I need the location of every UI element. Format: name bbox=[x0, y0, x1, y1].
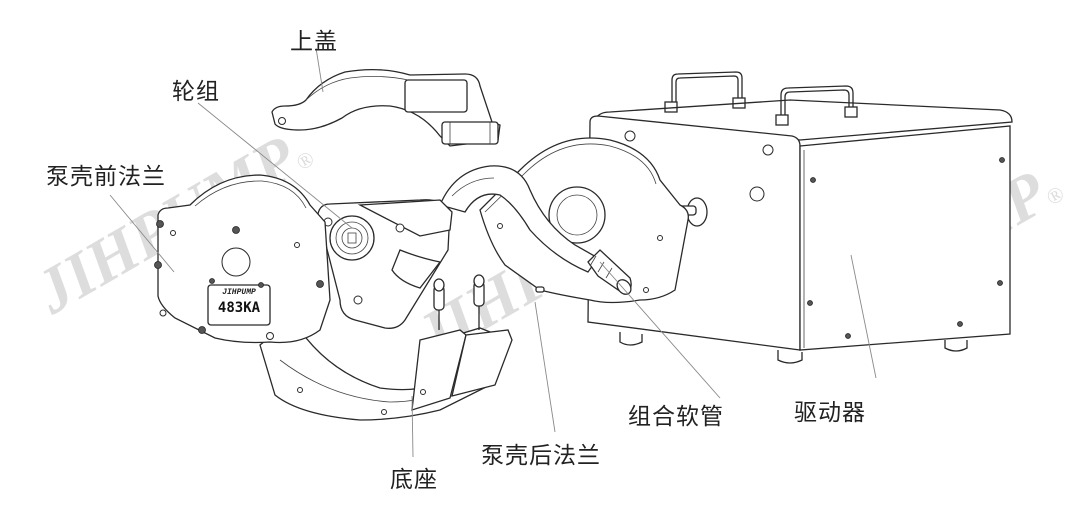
leader-lines bbox=[109, 47, 877, 458]
handle-foot bbox=[664, 101, 678, 113]
front-flange bbox=[154, 174, 331, 344]
handle-left bbox=[671, 71, 743, 105]
leader-drive bbox=[850, 254, 877, 379]
tubing-assembly bbox=[439, 165, 632, 295]
label-drive: 驱动器 bbox=[794, 400, 866, 426]
top-cover bbox=[271, 68, 501, 147]
leader-tubing bbox=[599, 261, 721, 399]
label-base: 底座 bbox=[390, 467, 438, 493]
handle-right bbox=[780, 85, 854, 118]
leader-base bbox=[411, 395, 414, 458]
foot bbox=[619, 332, 643, 346]
leader-top-cover bbox=[315, 47, 324, 93]
handle-foot bbox=[844, 106, 858, 118]
label-rotor-group: 轮组 bbox=[172, 79, 220, 105]
drive-side-panel bbox=[799, 125, 1011, 351]
nameplate-model: 483KA bbox=[217, 300, 261, 316]
drive-top bbox=[594, 99, 1013, 141]
label-tubing-assembly: 组合软管 bbox=[628, 404, 724, 430]
base bbox=[259, 274, 513, 421]
nameplate-brand: JIHPUMP bbox=[222, 288, 256, 297]
handle-left-inner bbox=[675, 75, 739, 105]
label-rear-flange: 泵壳后法兰 bbox=[481, 443, 601, 469]
foot bbox=[944, 340, 968, 352]
label-top-cover: 上盖 bbox=[290, 29, 338, 55]
label-front-flange: 泵壳前法兰 bbox=[46, 164, 166, 190]
leader-rear-flange bbox=[534, 301, 556, 433]
rear-flange bbox=[479, 137, 689, 304]
foot bbox=[777, 350, 803, 364]
rotor-group bbox=[317, 199, 453, 329]
handle-foot bbox=[775, 114, 789, 126]
leader-front-flange bbox=[109, 194, 175, 273]
handle-right-inner bbox=[784, 89, 850, 118]
nameplate bbox=[207, 284, 271, 326]
leader-rotor-group bbox=[197, 102, 353, 229]
